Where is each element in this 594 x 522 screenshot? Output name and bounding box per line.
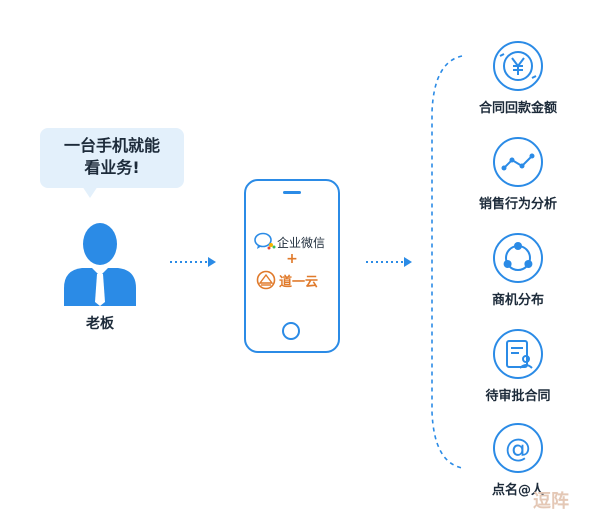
speech-bubble-tail — [82, 186, 98, 198]
watermark: 逗阵 — [533, 491, 569, 512]
feature-label-pending-approval: 待审批合同 — [485, 389, 551, 404]
document-user-icon — [493, 329, 543, 379]
daoyiyun-label: 道一云 — [279, 275, 319, 290]
boss-user-icon — [64, 223, 136, 306]
plus-sign: + — [286, 251, 298, 267]
daoyiyun-logo-icon — [256, 270, 276, 290]
boss-label: 老板 — [86, 316, 114, 332]
svg-text:@: @ — [505, 434, 531, 464]
cycle-nodes-icon — [493, 233, 543, 283]
wecom-label: 企业微信 — [277, 236, 326, 250]
feature-label-sales-analysis: 销售行为分析 — [478, 197, 557, 212]
at-icon: @ — [493, 423, 543, 473]
phone-speaker — [283, 191, 301, 194]
feature-label-opportunity: 商机分布 — [491, 293, 544, 308]
dashed-bracket — [431, 55, 463, 469]
feature-label-contract-payment: 合同回款金额 — [478, 101, 557, 116]
speech-bubble — [40, 128, 184, 188]
line-trend-icon — [493, 137, 543, 187]
yen-icon — [493, 41, 543, 91]
speech-line-2: 看业务! — [84, 158, 140, 177]
speech-line-1: 一台手机就能 — [63, 136, 160, 155]
wecom-icon — [254, 232, 276, 250]
flow-arrow-right — [366, 257, 412, 267]
phone-frame — [244, 179, 340, 353]
feature-label-mention: 点名@人 — [491, 483, 544, 498]
phone-home-button — [282, 322, 300, 340]
speech-bubble-text: 一台手机就能 看业务! — [40, 135, 184, 179]
flow-arrow-left — [170, 257, 216, 267]
